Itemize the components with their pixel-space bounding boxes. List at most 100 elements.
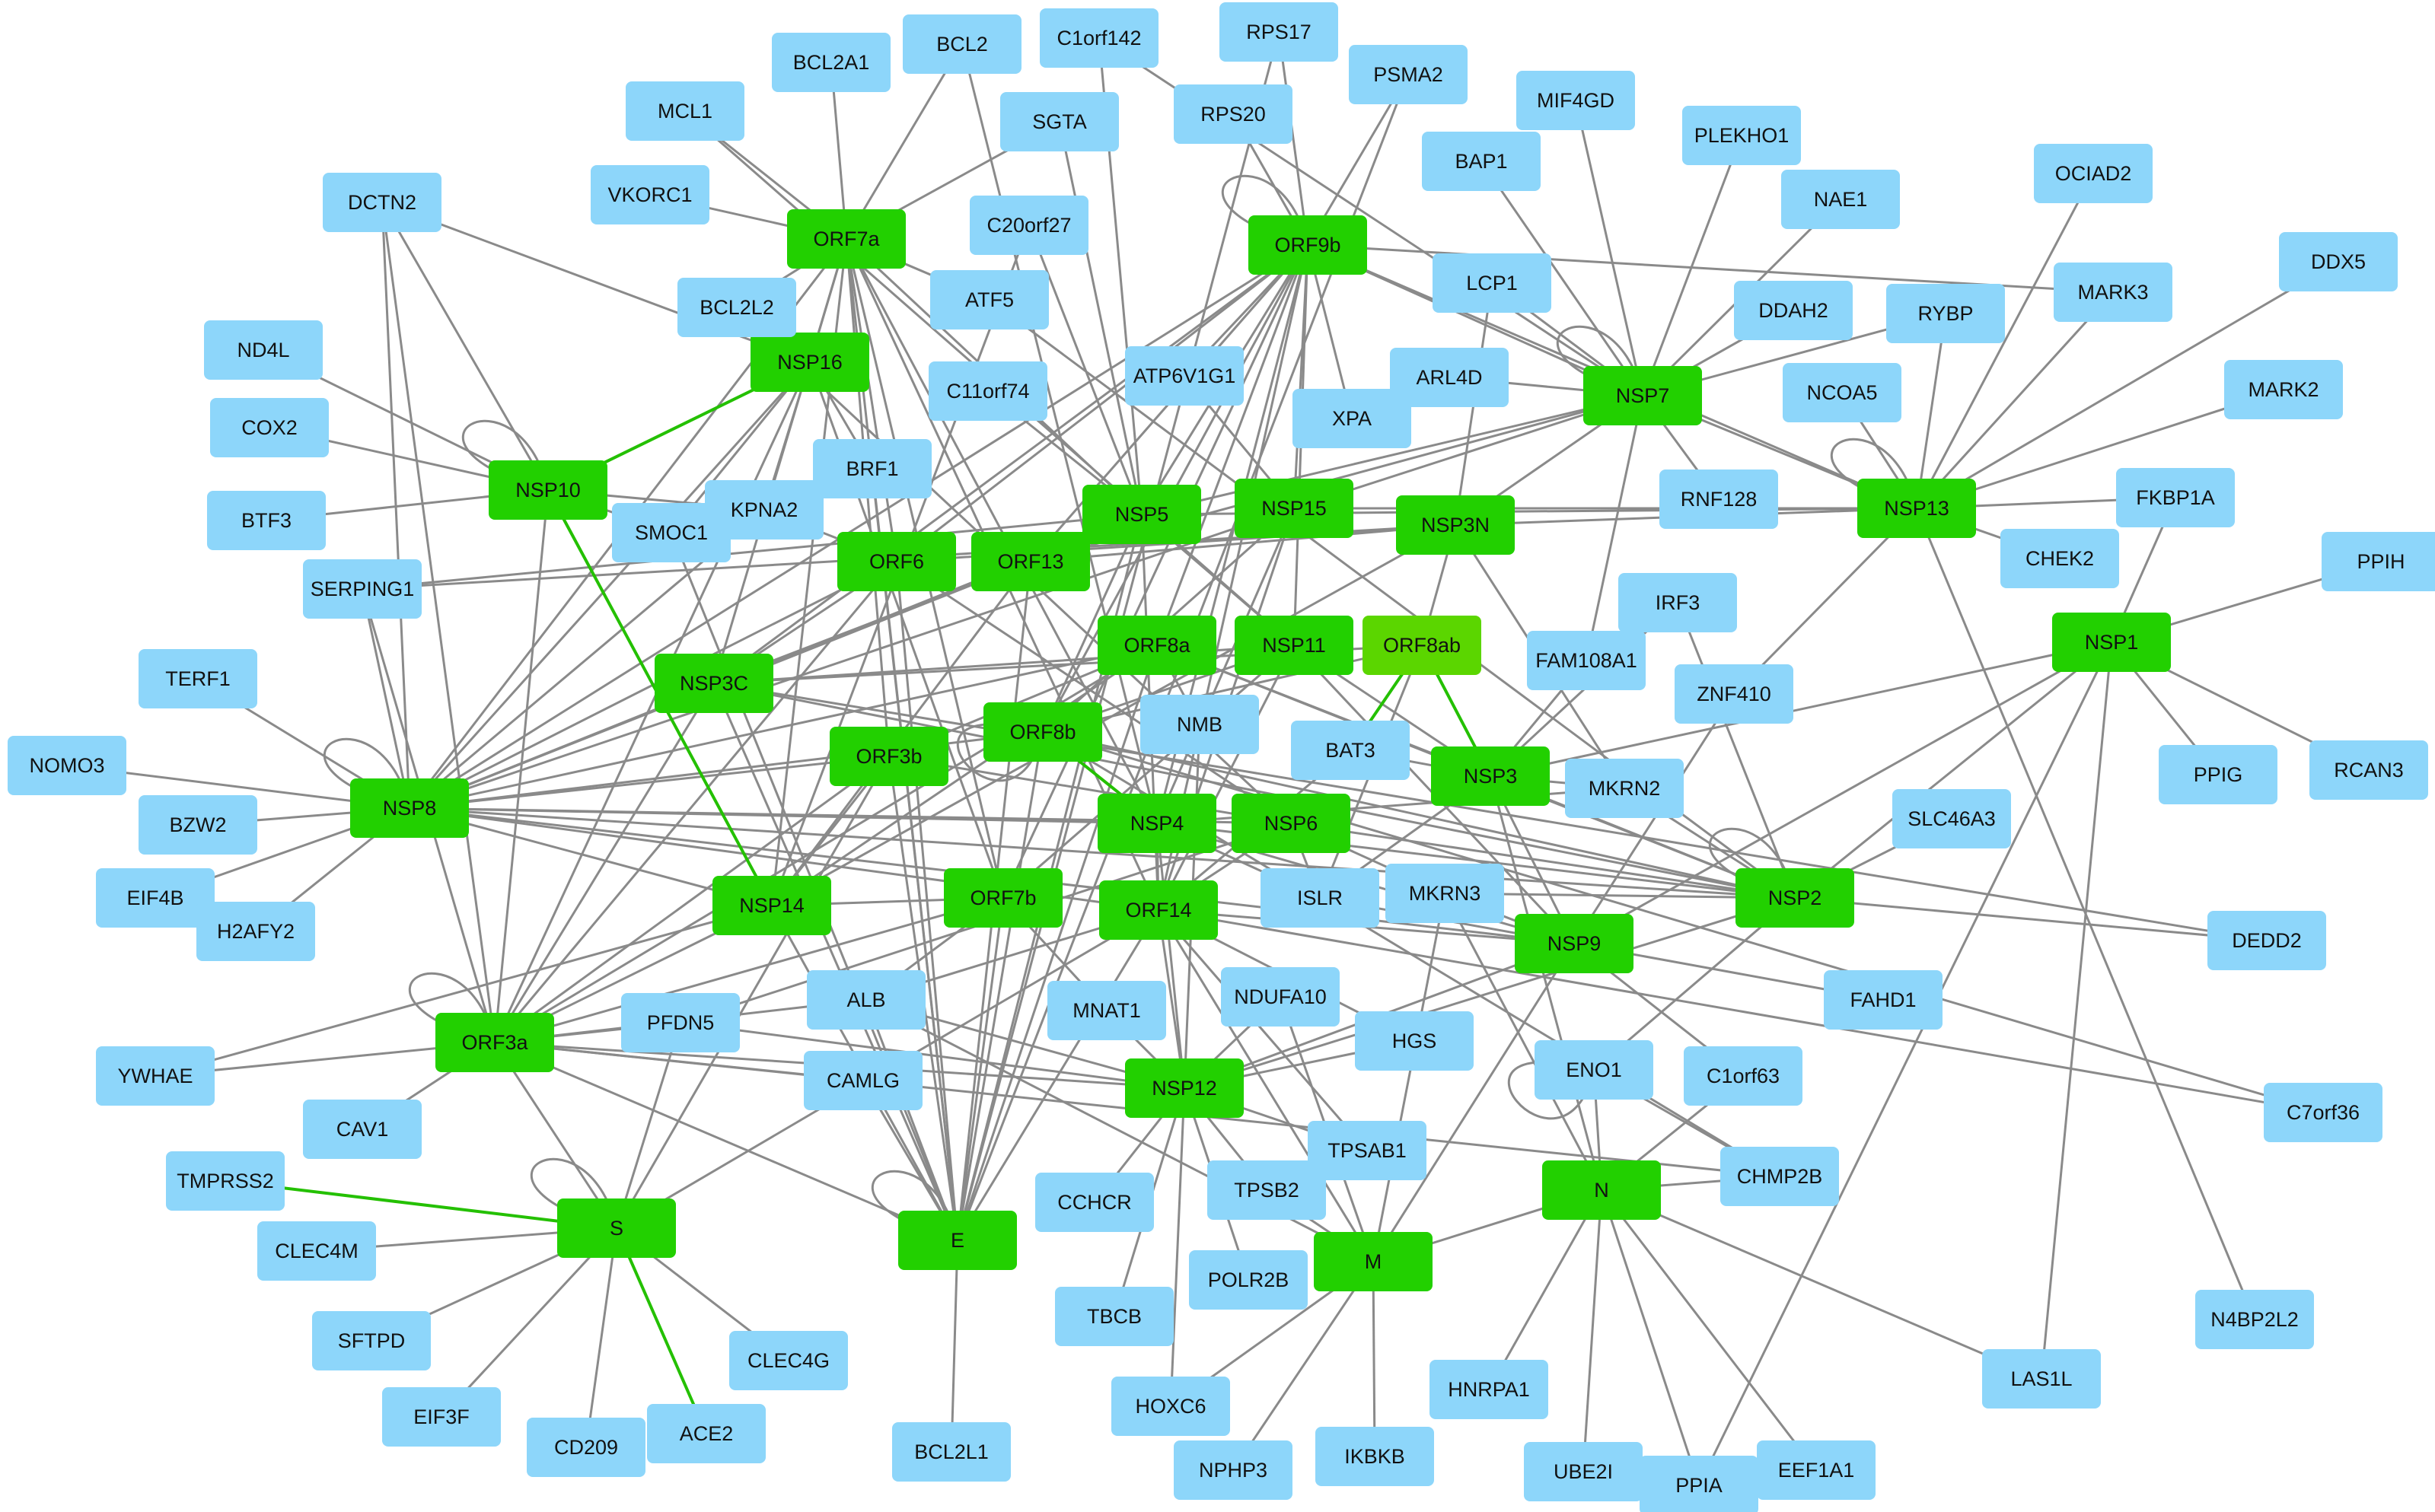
edge-bcl2-nsp4 <box>961 43 1159 824</box>
node-label-c20orf27: C20orf27 <box>986 214 1071 237</box>
node-psma2: PSMA2 <box>1349 45 1468 104</box>
node-fam108a1: FAM108A1 <box>1527 631 1646 690</box>
node-label-brf1: BRF1 <box>846 457 898 480</box>
edge-nsp1-nsp2 <box>1794 641 2112 899</box>
node-box-cox2 <box>210 398 329 457</box>
node-orf13: ORF13 <box>971 532 1090 591</box>
edge-m-nphp3 <box>1232 1261 1375 1471</box>
node-box-rps20 <box>1174 84 1292 144</box>
node-slc46a3: SLC46A3 <box>1892 789 2011 848</box>
node-label-hgs: HGS <box>1392 1030 1437 1052</box>
node-chek2: CHEK2 <box>2000 529 2119 588</box>
node-box-clec4g <box>729 1331 848 1390</box>
node-label-rps17: RPS17 <box>1246 21 1312 43</box>
node-box-sgta <box>1000 92 1119 151</box>
node-nsp2: NSP2 <box>1735 868 1854 928</box>
node-label-nsp4: NSP4 <box>1130 812 1184 835</box>
edge-orf9b-orf7b <box>1002 244 1309 899</box>
edge-orf3a-nsp16 <box>493 361 811 1043</box>
node-box-tpsab1 <box>1308 1121 1426 1180</box>
edge-nsp5-orf8b <box>1041 514 1143 733</box>
node-nsp5: NSP5 <box>1082 485 1201 544</box>
node-label-orf6: ORF6 <box>869 550 924 573</box>
node-ace2: ACE2 <box>647 1404 766 1463</box>
node-label-sftpd: SFTPD <box>338 1329 406 1352</box>
node-box-orf8a <box>1098 616 1216 675</box>
node-label-terf1: TERF1 <box>165 667 231 690</box>
node-orf6: ORF6 <box>837 532 956 591</box>
node-box-mkrn2 <box>1565 759 1684 818</box>
edge-nsp8-nsp14 <box>409 807 773 907</box>
node-label-fkbp1a: FKBP1A <box>2136 486 2215 509</box>
node-label-camlg: CAMLG <box>827 1069 900 1092</box>
node-box-h2afy2 <box>196 902 315 961</box>
edge-nsp1-nsp3 <box>1490 641 2112 778</box>
node-label-c1orf142: C1orf142 <box>1057 27 1141 49</box>
node-label-cav1: CAV1 <box>336 1118 389 1141</box>
node-box-m <box>1314 1232 1433 1291</box>
edge-orf9b-orf8a <box>1155 244 1309 646</box>
node-box-bcl2l1 <box>892 1422 1011 1482</box>
node-box-mif4gd <box>1516 71 1635 130</box>
node-box-nsp10 <box>489 460 607 520</box>
node-label-sgta: SGTA <box>1032 110 1087 133</box>
node-label-xpa: XPA <box>1332 407 1372 430</box>
node-nsp7: NSP7 <box>1583 366 1702 425</box>
node-hnrpa1: HNRPA1 <box>1429 1360 1548 1419</box>
edge-nsp1-las1l <box>2040 641 2113 1380</box>
node-bcl2l1: BCL2L1 <box>892 1422 1011 1482</box>
node-nsp3: NSP3 <box>1431 746 1550 806</box>
node-label-hnrpa1: HNRPA1 <box>1448 1378 1530 1401</box>
node-label-nsp15: NSP15 <box>1261 497 1327 520</box>
node-label-orf8a: ORF8a <box>1123 634 1190 657</box>
node-label-orf8b: ORF8b <box>1009 721 1076 743</box>
node-label-bat3: BAT3 <box>1325 739 1375 762</box>
node-tmprss2: TMPRSS2 <box>166 1151 285 1211</box>
node-box-irf3 <box>1618 573 1737 632</box>
node-label-mkrn3: MKRN3 <box>1409 882 1481 905</box>
node-label-polr2b: POLR2B <box>1208 1268 1289 1291</box>
node-label-tpsb2: TPSB2 <box>1234 1179 1299 1202</box>
node-nsp16: NSP16 <box>751 333 869 392</box>
node-box-tmprss2 <box>166 1151 285 1211</box>
node-box-bat3 <box>1291 721 1410 780</box>
edge-nsp12-hoxc6 <box>1169 1087 1186 1407</box>
node-label-ociad2: OCIAD2 <box>2055 162 2132 185</box>
node-nsp4: NSP4 <box>1098 794 1216 853</box>
node-box-orf3b <box>830 727 948 786</box>
node-label-eef1a1: EEF1A1 <box>1778 1459 1855 1482</box>
edge-orf7a-nsp4 <box>845 238 1159 824</box>
node-cd209: CD209 <box>527 1418 645 1477</box>
node-box-bap1 <box>1422 132 1541 191</box>
node-box-orf3a <box>435 1013 554 1072</box>
node-cox2: COX2 <box>210 398 329 457</box>
node-rybp: RYBP <box>1886 284 2005 343</box>
node-c11orf74: C11orf74 <box>929 361 1047 421</box>
node-box-nsp4 <box>1098 794 1216 853</box>
node-label-serping1: SERPING1 <box>311 578 415 600</box>
edge-s-pfdn5 <box>615 1022 682 1229</box>
edge-orf14-c7orf36 <box>1158 909 2324 1114</box>
edge-e-brf1 <box>871 468 959 1241</box>
node-znf410: ZNF410 <box>1675 664 1793 724</box>
node-box-alb <box>807 970 926 1030</box>
edge-nsp11-orf14 <box>1157 645 1296 911</box>
node-box-ppia <box>1640 1456 1758 1512</box>
node-label-orf9b: ORF9b <box>1274 234 1340 256</box>
edge-e-nsp3c <box>712 683 959 1241</box>
node-mark3: MARK3 <box>2054 263 2172 322</box>
node-islr: ISLR <box>1261 868 1379 928</box>
edge-nsp10-dctn2 <box>381 202 550 491</box>
node-box-mark3 <box>2054 263 2172 322</box>
node-label-nae1: NAE1 <box>1814 188 1868 211</box>
node-arl4d: ARL4D <box>1390 348 1509 407</box>
node-nsp3n: NSP3N <box>1396 495 1515 555</box>
node-label-ywhae: YWHAE <box>117 1065 193 1087</box>
node-label-mark2: MARK2 <box>2248 378 2319 401</box>
node-label-rcan3: RCAN3 <box>2334 759 2404 781</box>
node-ppih: PPIH <box>2322 532 2435 591</box>
node-box-e <box>898 1211 1017 1270</box>
edge-orf3b-orf3a <box>494 755 890 1044</box>
node-label-eif3f: EIF3F <box>413 1405 470 1428</box>
edge-nsp13-ociad2 <box>1915 173 2095 509</box>
